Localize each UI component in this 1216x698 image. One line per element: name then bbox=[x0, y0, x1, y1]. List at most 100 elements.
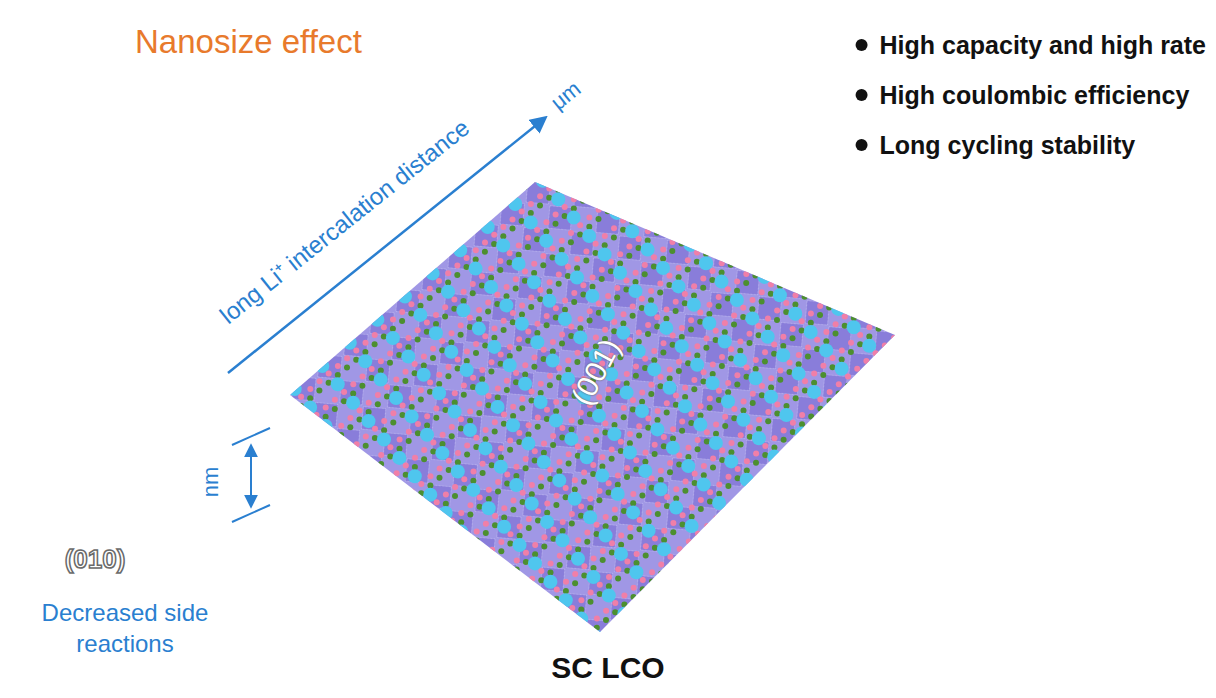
atom-dot bbox=[556, 281, 562, 287]
atom-dot bbox=[851, 221, 857, 227]
atom-dot bbox=[528, 556, 542, 570]
atom-dot bbox=[163, 382, 169, 388]
atom-dot bbox=[713, 337, 719, 343]
atom-dot bbox=[426, 201, 432, 207]
atom-dot bbox=[510, 226, 516, 232]
atom-dot bbox=[423, 235, 429, 241]
atom-dot bbox=[574, 256, 580, 262]
atom-dot bbox=[774, 308, 780, 314]
atom-dot bbox=[644, 41, 650, 47]
atom-dot bbox=[635, 142, 641, 148]
atom-dot bbox=[845, 280, 851, 286]
atom-dot bbox=[365, 306, 371, 312]
atom-dot bbox=[295, 428, 301, 434]
atom-dot bbox=[404, 650, 410, 656]
atom-dot bbox=[390, 223, 396, 229]
atom-dot bbox=[403, 369, 409, 375]
atom-dot bbox=[638, 464, 652, 478]
atom-dot bbox=[665, 160, 679, 174]
atom-dot bbox=[707, 405, 713, 411]
atom-dot bbox=[464, 358, 470, 364]
atom-dot bbox=[415, 515, 421, 521]
atom-dot bbox=[700, 182, 706, 188]
atom-dot bbox=[774, 223, 780, 229]
atom-dot bbox=[709, 81, 715, 87]
atom-dot bbox=[338, 526, 344, 532]
atom-dot bbox=[500, 233, 506, 239]
atom-dot bbox=[363, 527, 369, 533]
atom-dot bbox=[673, 393, 679, 399]
atom-dot bbox=[780, 249, 786, 255]
atom-dot bbox=[405, 409, 419, 423]
atom-dot bbox=[342, 586, 348, 592]
atom-dot bbox=[424, 423, 430, 429]
atom-dot bbox=[553, 502, 559, 508]
atom-dot bbox=[601, 148, 607, 154]
atom-dot bbox=[354, 544, 360, 550]
atom-dot bbox=[507, 259, 513, 265]
atom-dot bbox=[571, 290, 577, 296]
atom-dot bbox=[544, 313, 550, 319]
atom-dot bbox=[474, 631, 480, 637]
atom-dot bbox=[534, 395, 548, 409]
atom-dot bbox=[802, 285, 808, 291]
atom-dot bbox=[565, 264, 571, 270]
atom-dot bbox=[623, 90, 629, 96]
atom-dot bbox=[234, 457, 240, 463]
atom-dot bbox=[227, 431, 233, 437]
atom-dot bbox=[684, 70, 690, 76]
atom-dot bbox=[377, 433, 391, 447]
atom-dot bbox=[743, 271, 749, 277]
atom-dot bbox=[605, 302, 611, 308]
atom-dot bbox=[559, 341, 565, 347]
atom-dot bbox=[387, 444, 393, 450]
atom-dot bbox=[654, 221, 660, 227]
atom-dot bbox=[520, 490, 526, 496]
atom-dot bbox=[415, 524, 421, 530]
atom-dot bbox=[372, 341, 378, 347]
atom-dot bbox=[283, 385, 289, 391]
atom-dot bbox=[599, 463, 605, 469]
atom-dot bbox=[554, 493, 560, 499]
atom-dot bbox=[387, 360, 393, 366]
atom-dot bbox=[469, 262, 483, 276]
atom-dot bbox=[440, 441, 446, 447]
atom-dot bbox=[396, 249, 402, 255]
atom-dot bbox=[608, 259, 614, 265]
atom-dot bbox=[485, 299, 491, 305]
atom-dot bbox=[492, 522, 498, 528]
atom-dot bbox=[543, 229, 549, 235]
atom-dot bbox=[602, 430, 608, 436]
atom-dot bbox=[581, 479, 587, 485]
atom-dot bbox=[595, 469, 609, 483]
atom-dot bbox=[648, 204, 654, 210]
atom-dot bbox=[579, 169, 593, 183]
atom-dot bbox=[808, 320, 814, 326]
atom-dot bbox=[369, 553, 375, 559]
atom-dot bbox=[632, 344, 646, 358]
atom-dot bbox=[605, 199, 611, 205]
atom-dot bbox=[691, 283, 697, 289]
atom-dot bbox=[642, 459, 648, 465]
atom-dot bbox=[396, 511, 410, 525]
atom-dot bbox=[537, 455, 551, 469]
atom-dot bbox=[510, 507, 516, 513]
atom-dot bbox=[624, 277, 630, 283]
atom-dot bbox=[382, 512, 388, 518]
atom-dot bbox=[421, 260, 427, 266]
atom-dot bbox=[773, 129, 779, 135]
atom-dot bbox=[359, 383, 365, 389]
atom-dot bbox=[356, 314, 362, 320]
atom-dot bbox=[706, 217, 712, 223]
atom-dot bbox=[531, 73, 537, 79]
atom-dot bbox=[375, 486, 381, 492]
atom-dot bbox=[525, 141, 531, 147]
atom-dot bbox=[405, 344, 411, 350]
atom-dot bbox=[473, 603, 487, 617]
atom-dot bbox=[301, 463, 307, 469]
atom-dot bbox=[617, 64, 623, 70]
atom-dot bbox=[504, 293, 510, 299]
atom-dot bbox=[698, 412, 704, 418]
atom-dot bbox=[550, 348, 556, 354]
atom-dot bbox=[230, 397, 236, 403]
